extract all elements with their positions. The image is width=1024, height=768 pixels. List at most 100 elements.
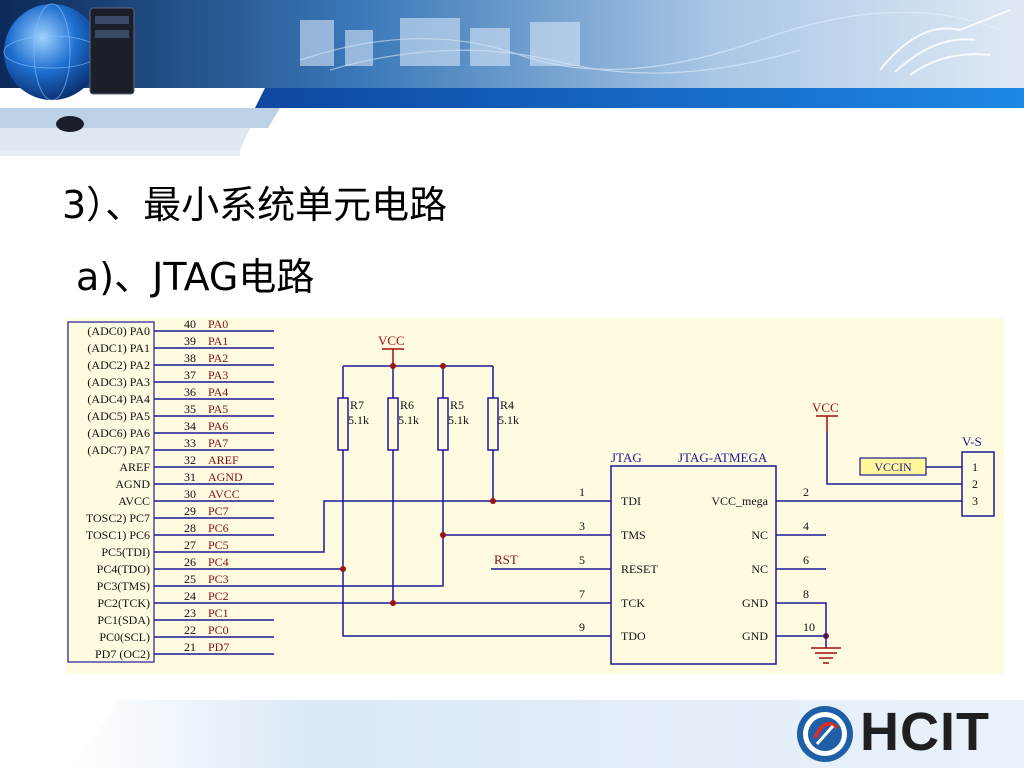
vs-label: V-S (962, 434, 982, 449)
vs-pin-number: 1 (972, 460, 978, 474)
mcu-pin-number: 25 (184, 572, 196, 586)
ground-icon (811, 647, 841, 664)
mcu-pin-number: 23 (184, 606, 196, 620)
vcc-label: VCC (812, 400, 839, 415)
mcu-pin-name: (ADC6) PA6 (87, 426, 150, 440)
mcu-net-label: PC2 (208, 589, 229, 603)
mcu-pin-number: 27 (184, 538, 196, 552)
mcu-pin-name: AGND (115, 477, 150, 491)
mcu-pin-number: 40 (184, 318, 196, 331)
mcu-pin-number: 34 (184, 419, 196, 433)
footer-band (70, 700, 1024, 768)
header-banner (0, 0, 1024, 160)
mcu-pin-name: (ADC2) PA2 (87, 358, 150, 372)
jtag-part-label: JTAG-ATMEGA (678, 450, 768, 465)
jtag-pin-name: TDI (621, 494, 641, 508)
resistor-ref: R5 (450, 398, 464, 412)
mcu-pin-number: 33 (184, 436, 196, 450)
vccin-net-label: VCCIN (874, 460, 912, 474)
mcu-net-label: PC6 (208, 521, 229, 535)
mcu-pin-name: TOSC2) PC7 (86, 511, 150, 525)
mcu-pin-name: PC5(TDI) (101, 545, 150, 559)
mcu-pin-number: 39 (184, 334, 196, 348)
resistor-value: 5.1k (398, 413, 419, 427)
vcc-symbol-right: VCC (812, 400, 839, 432)
mcu-net-label: PA6 (208, 419, 228, 433)
mcu-net-label: AGND (208, 470, 243, 484)
mcu-net-label: PC5 (208, 538, 229, 552)
mcu-pin-name: AREF (119, 460, 150, 474)
mcu-pin-number: 22 (184, 623, 196, 637)
mcu-pin-name: (ADC7) PA7 (87, 443, 150, 457)
mcu-pin-name: TOSC1) PC6 (86, 528, 150, 542)
resistor-r7 (337, 397, 349, 451)
mcu-pin-number: 21 (184, 640, 196, 654)
mcu-net-label: PC7 (208, 504, 229, 518)
mcu-pin-wires (154, 330, 274, 655)
jtag-pin-number: 10 (803, 620, 815, 634)
mcu-pin-number: 38 (184, 351, 196, 365)
jtag-pin-name: TCK (621, 596, 645, 610)
mcu-pin-name: PC0(SCL) (99, 630, 150, 644)
jtag-pin-number: 2 (803, 485, 809, 499)
pullup-rail (342, 365, 494, 603)
mcu-pin-number: 32 (184, 453, 196, 467)
resistor-value: 5.1k (348, 413, 369, 427)
logo-text: HCIT (860, 702, 990, 762)
mcu-pin-name: (ADC4) PA4 (87, 392, 150, 406)
jtag-pin-number: 3 (579, 519, 585, 533)
vcc-wire (826, 432, 962, 485)
mcu-net-label: PC1 (208, 606, 229, 620)
mcu-net-label: PC0 (208, 623, 229, 637)
rst-net-label: RST (494, 552, 518, 567)
mcu-pin-name: (ADC0) PA0 (87, 324, 150, 338)
jtag-pin-number: 7 (579, 587, 585, 601)
mcu-pin-number: 30 (184, 487, 196, 501)
jtag-pin-number: 5 (579, 553, 585, 567)
slide-subtitle: a)、JTAG电路 (76, 255, 315, 299)
resistors (337, 397, 499, 451)
jtag-pin-name: GND (742, 596, 768, 610)
mcu-pin-name: PC4(TDO) (97, 562, 150, 576)
mcu-pin-number: 26 (184, 555, 196, 569)
resistor-value: 5.1k (448, 413, 469, 427)
vcc-label: VCC (378, 333, 405, 348)
mcu-pin-number: 35 (184, 402, 196, 416)
jtag-pin-name: TDO (621, 629, 646, 643)
jtag-pin-number: 1 (579, 485, 585, 499)
mcu-pin-name: PC2(TCK) (97, 596, 150, 610)
mcu-net-label: AREF (208, 453, 239, 467)
jtag-pin-name: NC (751, 528, 768, 542)
resistor-ref: R6 (400, 398, 414, 412)
mcu-pin-number: 29 (184, 504, 196, 518)
resistor-ref: R7 (350, 398, 364, 412)
mcu-pin-number: 31 (184, 470, 196, 484)
vs-pin-number: 3 (972, 494, 978, 508)
jtag-pin-name: NC (751, 562, 768, 576)
resistor-value: 5.1k (498, 413, 519, 427)
mcu-pin-number: 28 (184, 521, 196, 535)
mcu-pin-name: (ADC5) PA5 (87, 409, 150, 423)
jtag-pin-name: GND (742, 629, 768, 643)
mcu-pin-name: AVCC (118, 494, 150, 508)
jtag-pin-number: 8 (803, 587, 809, 601)
resistor-r4 (487, 397, 499, 451)
mcu-net-label: PA7 (208, 436, 228, 450)
mcu-pin-number: 36 (184, 385, 196, 399)
resistor-r6 (387, 397, 399, 451)
mcu-pin-name: PD7 (OC2) (95, 647, 150, 661)
mcu-pin-number: 24 (184, 589, 196, 603)
mcu-net-label: PA1 (208, 334, 228, 348)
schematic-background (66, 318, 1004, 674)
jtag-pin-number: 9 (579, 620, 585, 634)
mcu-net-label: PD7 (208, 640, 229, 654)
jtag-pin-number: 4 (803, 519, 809, 533)
jtag-label: JTAG (611, 450, 642, 465)
jtag-pin-name: TMS (621, 528, 646, 542)
vs-connector-body (961, 451, 995, 517)
hcit-logo (797, 706, 853, 762)
jtag-pin-name: VCC_mega (711, 494, 768, 508)
resistor-ref: R4 (500, 398, 514, 412)
vccin-net-flag (859, 457, 927, 476)
jtag-pin-name: RESET (621, 562, 658, 576)
